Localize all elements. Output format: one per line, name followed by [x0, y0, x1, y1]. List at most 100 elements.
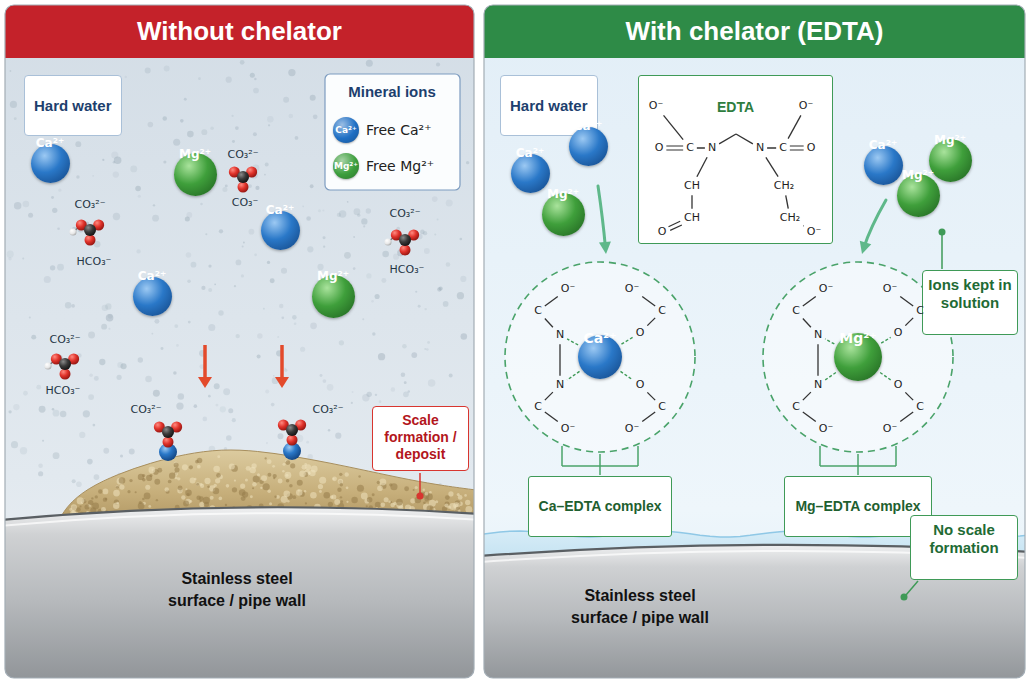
- deposit-grain: [219, 497, 223, 501]
- haze-particle: [437, 219, 439, 221]
- chemical-bond: [545, 318, 553, 327]
- ion-symbol: Mg²⁺: [179, 148, 211, 201]
- haze-particle: [254, 78, 256, 80]
- haze-particle: [106, 314, 114, 322]
- deposit-grain: [210, 496, 214, 500]
- ion-symbol: Ca²⁺: [516, 147, 545, 200]
- haze-particle: [351, 402, 353, 404]
- haze-particle: [327, 384, 334, 391]
- haze-particle: [23, 201, 30, 208]
- ion-formula: CO₃²⁻: [75, 199, 106, 212]
- haze-particle: [295, 136, 299, 140]
- haze-particle: [461, 333, 468, 340]
- leader-line: [941, 235, 943, 269]
- haze-particle: [226, 435, 232, 441]
- haze-particle: [366, 392, 371, 397]
- atom-symbol: O: [894, 379, 903, 392]
- deposit-grain: [239, 489, 246, 496]
- chemical-bond: [545, 412, 558, 421]
- leader-dot: [901, 594, 908, 601]
- haze-particle: [125, 76, 127, 78]
- deposit-grain: [319, 490, 322, 493]
- deposit-grain: [274, 495, 277, 498]
- haze-particle: [232, 140, 235, 143]
- haze-particle: [232, 418, 236, 422]
- coordination-bond: [825, 372, 836, 380]
- atom-symbol: N: [708, 142, 716, 155]
- haze-particle: [153, 204, 155, 206]
- haze-particle: [253, 88, 259, 94]
- atom-symbol: C: [779, 142, 787, 155]
- atom-symbol: C: [534, 305, 542, 318]
- ion-symbol: Mg²⁺: [839, 331, 876, 384]
- deposit-grain: [272, 465, 275, 468]
- deposit-grain: [351, 497, 357, 503]
- complex-name: Ca–EDTA complex: [539, 480, 662, 533]
- deposit-grain: [95, 495, 98, 498]
- deposit-grain: [199, 496, 204, 501]
- deposit-grain: [357, 485, 364, 492]
- haze-particle: [255, 186, 259, 190]
- atom-symbol: N: [814, 379, 822, 392]
- haze-particle: [218, 310, 223, 315]
- haze-particle: [103, 448, 109, 454]
- haze-particle: [201, 129, 207, 135]
- deposit-grain: [260, 487, 262, 489]
- haze-particle: [186, 252, 192, 258]
- panel-border: [5, 5, 474, 678]
- haze-particle: [281, 268, 287, 274]
- deposit-grain: [185, 488, 187, 490]
- deposit-grain: [189, 500, 192, 503]
- haze-particle: [437, 287, 441, 291]
- deposit-grain: [340, 483, 343, 486]
- deposit-grain: [285, 460, 290, 465]
- deposit-grain: [465, 500, 470, 505]
- ion-symbol: Mg²⁺: [317, 270, 349, 323]
- deposit-grain: [216, 473, 221, 478]
- haze-particle: [101, 324, 107, 330]
- haze-particle: [39, 406, 46, 413]
- deposit-grain: [358, 475, 360, 477]
- haze-particle: [208, 395, 211, 398]
- deposit-grain: [116, 485, 119, 488]
- haze-particle: [432, 196, 438, 202]
- oxygen-atom: [85, 235, 96, 246]
- callout-text: Scale formation / deposit: [377, 412, 464, 465]
- haze-particle: [173, 139, 180, 146]
- chemical-bond: [803, 318, 811, 327]
- deposit-grain: [252, 482, 256, 486]
- haze-particle: [145, 68, 151, 74]
- deposit-grain: [77, 497, 84, 504]
- swatch-symbol: Mg²⁺: [334, 161, 358, 171]
- haze-particle: [236, 334, 240, 338]
- ion-formula: HCO₃⁻: [46, 385, 81, 398]
- deposit-grain: [449, 503, 456, 510]
- callout-text: Ions kept in solution: [927, 276, 1013, 329]
- leader-line: [906, 581, 918, 595]
- haze-particle: [278, 433, 284, 439]
- deposit-grain: [91, 497, 93, 499]
- haze-particle: [75, 141, 81, 147]
- deposit-grain: [234, 479, 236, 481]
- complex-label-box: Ca–EDTA complex: [528, 476, 673, 537]
- atom-symbol: C: [686, 142, 694, 155]
- haze-particle: [108, 314, 113, 319]
- arrow-head: [599, 242, 611, 254]
- deposit-grain: [367, 497, 372, 502]
- haze-particle: [265, 389, 269, 393]
- haze-particle: [65, 302, 71, 308]
- deposit-grain: [197, 458, 202, 463]
- haze-particle: [250, 73, 255, 78]
- deposit-grain: [129, 479, 132, 482]
- deposit-grain: [168, 480, 172, 484]
- atom-symbol: O⁻: [883, 423, 897, 436]
- oxygen-atom: [163, 437, 174, 448]
- deposit-grain: [98, 489, 102, 493]
- haze-particle: [138, 195, 141, 198]
- coordination-bond: [880, 372, 891, 379]
- ion-symbol: Ca²⁺: [266, 204, 295, 257]
- deposit-grain: [413, 489, 415, 491]
- atom-symbol: O⁻: [561, 283, 575, 296]
- deposit-grain: [169, 472, 175, 478]
- haze-particle: [393, 254, 399, 260]
